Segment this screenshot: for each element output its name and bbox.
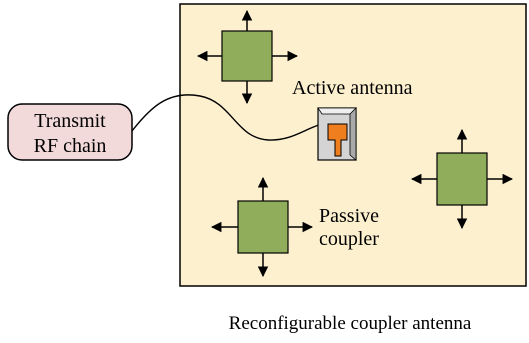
rf-feed-cable — [131, 94, 323, 141]
transmit-rf-chain: Transmit RF chain — [7, 103, 133, 161]
active-antenna-side — [349, 107, 357, 161]
active-antenna — [317, 107, 357, 161]
coupler-block — [237, 200, 289, 254]
passive-coupler-top — [196, 9, 299, 105]
figure-caption: Reconfigurable coupler antenna — [229, 313, 472, 334]
rf-chain-box — [7, 103, 133, 161]
coupler-block — [221, 30, 273, 82]
rf-chain-label-line2: RF chain — [34, 135, 107, 157]
passive-coupler-bottom — [210, 176, 314, 278]
active-antenna-label: Active antenna — [292, 77, 413, 99]
coupler-block — [436, 152, 488, 206]
four-way-arrow-icon — [196, 9, 299, 105]
passive-coupler-label-line2: coupler — [319, 228, 379, 250]
four-way-arrow-icon — [210, 176, 314, 278]
active-antenna-radiator — [327, 123, 348, 157]
rf-chain-label-line1: Transmit — [34, 110, 106, 132]
active-antenna-bevel — [317, 107, 357, 115]
passive-coupler-right — [410, 128, 514, 230]
passive-coupler-label-line1: Passive — [319, 205, 379, 227]
four-way-arrow-icon — [410, 128, 514, 230]
